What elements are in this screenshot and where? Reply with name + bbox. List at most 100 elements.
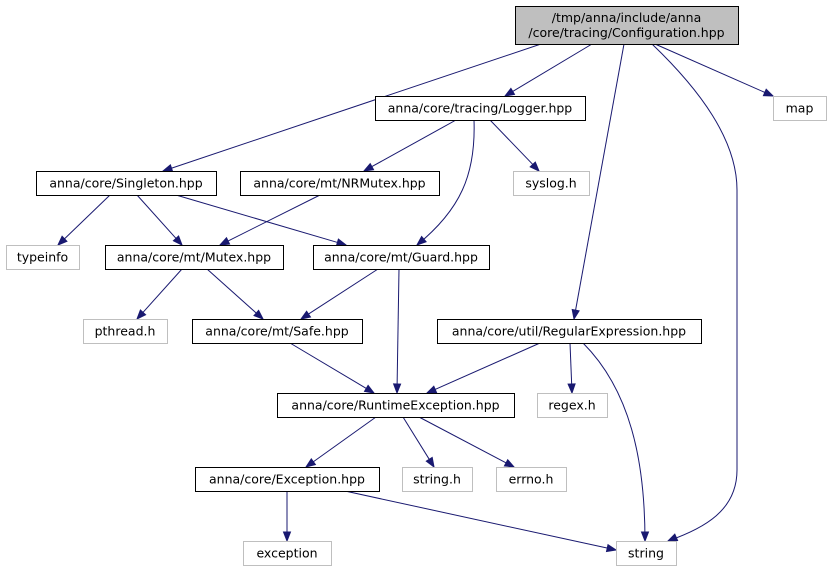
edge-exceptionhpp-to-string xyxy=(344,490,618,553)
edge-guard-to-safe xyxy=(299,268,379,320)
node-label: anna/core/util/RegularExpression.hpp xyxy=(452,324,686,339)
arrow-head-icon xyxy=(503,458,516,468)
node-syslog: syslog.h xyxy=(513,171,590,196)
arrow-head-icon xyxy=(567,383,576,395)
edge-line xyxy=(654,43,766,94)
node-logger[interactable]: anna/core/tracing/Logger.hpp xyxy=(375,96,586,121)
edge-line xyxy=(170,43,542,169)
node-pthread: pthread.h xyxy=(83,319,168,344)
node-exceptionhpp[interactable]: anna/core/Exception.hpp xyxy=(195,467,380,492)
arrow-head-icon xyxy=(415,235,427,246)
node-errno: errno.h xyxy=(496,467,567,492)
edge-mutex-to-pthread xyxy=(136,268,183,321)
node-box xyxy=(616,541,677,566)
edge-line xyxy=(402,416,431,461)
node-singleton[interactable]: anna/core/Singleton.hpp xyxy=(36,171,217,196)
node-box xyxy=(496,467,567,492)
node-label: /tmp/anna/include/anna xyxy=(552,10,701,25)
arrow-head-icon xyxy=(605,543,618,553)
arrow-head-icon xyxy=(571,308,580,321)
node-runtime[interactable]: anna/core/RuntimeException.hpp xyxy=(277,393,515,418)
node-box xyxy=(773,96,827,121)
node-box xyxy=(105,245,284,270)
node-label: anna/core/RuntimeException.hpp xyxy=(291,398,499,413)
edge-line xyxy=(396,268,400,386)
edge-regexp-to-regexh xyxy=(567,342,576,395)
node-box xyxy=(195,467,380,492)
arrow-head-icon xyxy=(529,161,540,172)
node-label: anna/core/tracing/Logger.hpp xyxy=(388,101,573,116)
node-box xyxy=(192,319,363,344)
node-label: errno.h xyxy=(509,472,554,487)
edge-line xyxy=(307,268,379,316)
node-label: anna/core/mt/NRMutex.hpp xyxy=(253,176,425,191)
node-box xyxy=(375,96,586,121)
edge-runtime-to-stringh xyxy=(402,416,435,469)
node-nrmutex[interactable]: anna/core/mt/NRMutex.hpp xyxy=(240,171,440,196)
node-guard[interactable]: anna/core/mt/Guard.hpp xyxy=(313,245,490,270)
edge-line xyxy=(370,119,457,168)
node-box xyxy=(515,6,739,45)
node-label: regex.h xyxy=(548,398,595,413)
edge-line xyxy=(136,194,177,240)
node-box xyxy=(537,393,608,418)
node-box xyxy=(36,171,217,196)
edge-line xyxy=(574,43,625,312)
node-label: string xyxy=(628,546,664,561)
node-label: typeinfo xyxy=(17,250,68,265)
edge-logger-to-guard xyxy=(415,119,475,246)
edge-exceptionhpp-to-exception xyxy=(282,491,292,543)
arrow-head-icon xyxy=(425,385,438,394)
arrow-head-icon xyxy=(136,309,147,321)
node-regexp[interactable]: anna/core/util/RegularExpression.hpp xyxy=(437,319,702,344)
arrow-head-icon xyxy=(57,235,68,246)
edge-nrmutex-to-mutex xyxy=(218,194,321,246)
node-box xyxy=(402,467,473,492)
arrow-head-icon xyxy=(299,310,312,320)
arrow-head-icon xyxy=(172,235,183,247)
edge-runtime-to-errno xyxy=(418,416,516,468)
edge-regexp-to-runtime xyxy=(425,342,541,394)
arrow-head-icon xyxy=(640,531,650,543)
node-box xyxy=(6,245,80,270)
node-regexh: regex.h xyxy=(537,393,608,418)
node-box xyxy=(313,245,490,270)
node-label: anna/core/Exception.hpp xyxy=(209,472,365,487)
edge-line xyxy=(312,416,377,463)
node-box xyxy=(240,171,440,196)
edge-line xyxy=(206,268,258,315)
edge-line xyxy=(651,43,738,542)
node-stringh: string.h xyxy=(402,467,473,492)
edge-line xyxy=(582,342,646,542)
arrow-head-icon xyxy=(161,163,174,173)
arrow-head-icon xyxy=(335,238,348,247)
edge-config-to-regexp xyxy=(571,43,625,321)
arrow-head-icon xyxy=(425,456,435,469)
edge-config-to-logger xyxy=(503,43,593,97)
edge-line xyxy=(175,194,339,244)
edge-runtime-to-exceptionhpp xyxy=(304,416,377,468)
node-box xyxy=(437,319,702,344)
node-typeinfo: typeinfo xyxy=(6,245,80,270)
node-exception: exception xyxy=(243,541,332,566)
node-label: anna/core/mt/Safe.hpp xyxy=(205,324,348,339)
edge-guard-to-runtime xyxy=(392,268,402,395)
edge-line xyxy=(416,119,475,246)
arrow-head-icon xyxy=(392,383,402,395)
edge-line xyxy=(142,268,183,314)
arrow-head-icon xyxy=(666,533,679,542)
edge-logger-to-syslog xyxy=(489,119,540,172)
edge-singleton-to-mutex xyxy=(136,194,183,247)
edge-singleton-to-guard xyxy=(175,194,348,247)
arrow-head-icon xyxy=(503,87,516,97)
node-mutex[interactable]: anna/core/mt/Mutex.hpp xyxy=(105,245,284,270)
edge-line xyxy=(489,119,534,166)
edge-config-to-string xyxy=(651,43,738,542)
node-map: map xyxy=(773,96,827,121)
node-safe[interactable]: anna/core/mt/Safe.hpp xyxy=(192,319,363,344)
node-box xyxy=(243,541,332,566)
node-config[interactable]: /tmp/anna/include/anna/core/tracing/Conf… xyxy=(515,6,739,45)
arrow-head-icon xyxy=(304,458,317,468)
edge-regexp-to-string xyxy=(582,342,650,543)
